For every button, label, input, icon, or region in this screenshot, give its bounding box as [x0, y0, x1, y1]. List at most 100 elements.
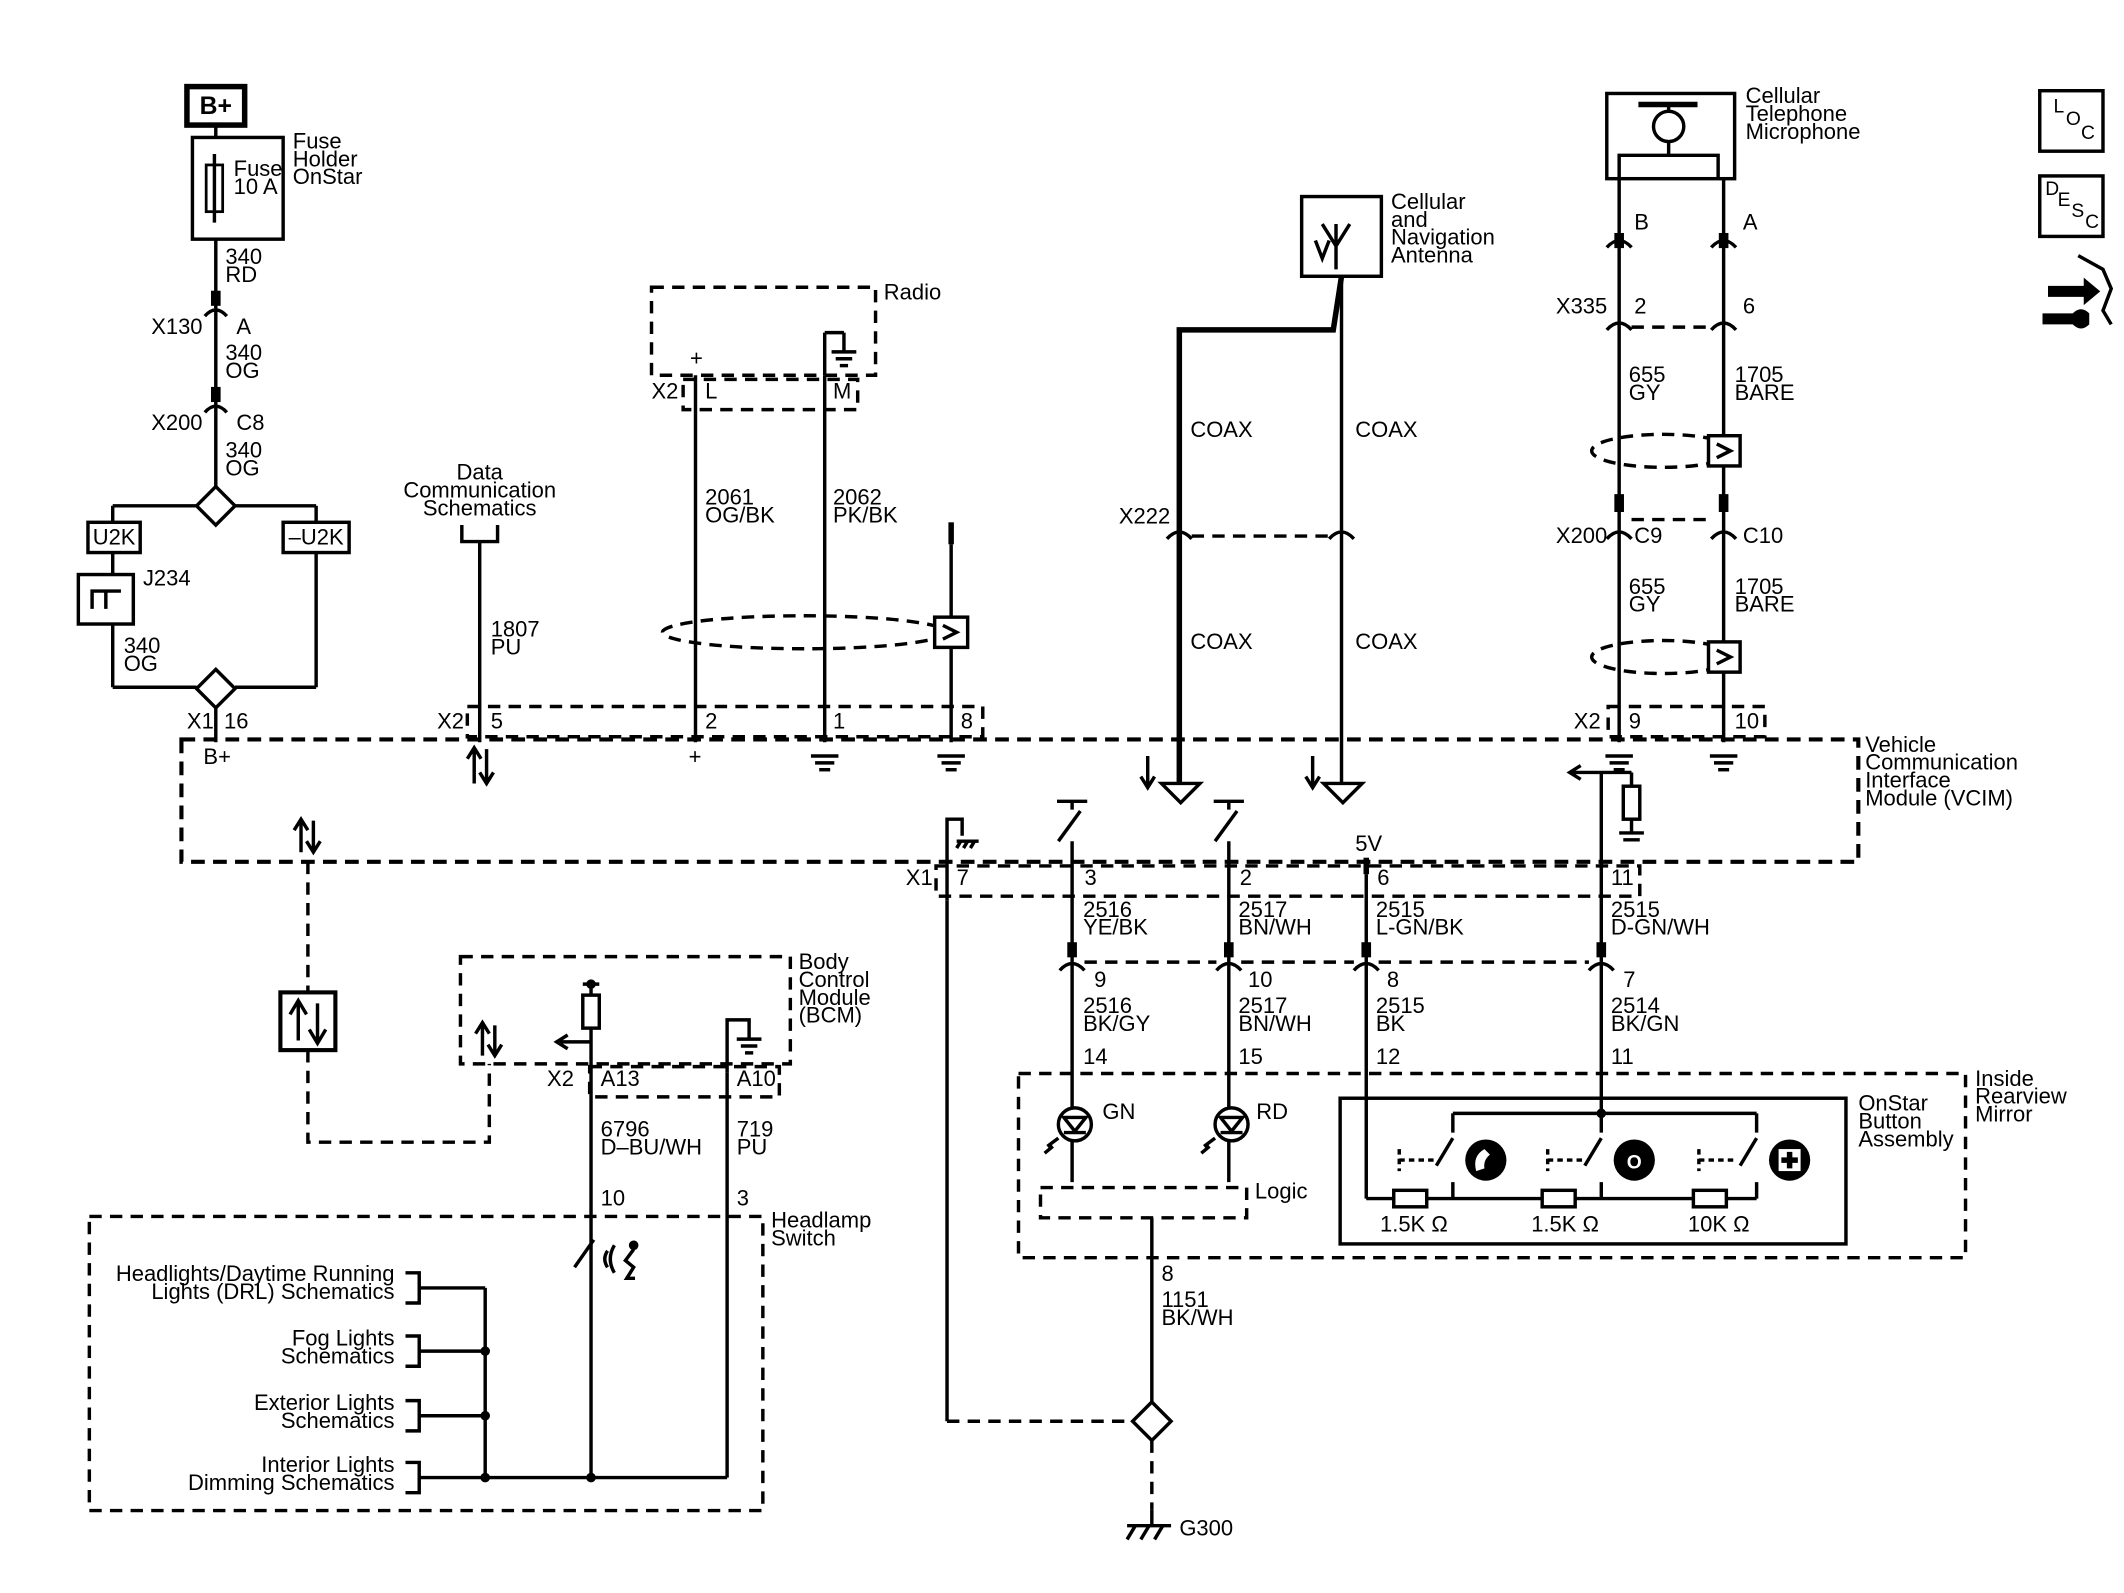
svg-text:Dimming Schematics: Dimming Schematics [188, 1470, 394, 1495]
svg-text:Data: Data [456, 460, 503, 485]
svg-text:O: O [2066, 109, 2081, 130]
svg-text:+: + [689, 744, 702, 769]
svg-text:J234: J234 [143, 566, 191, 591]
svg-text:1.5K Ω: 1.5K Ω [1380, 1212, 1448, 1237]
svg-text:2515: 2515 [1376, 897, 1425, 922]
svg-text:5V: 5V [1355, 831, 1382, 856]
svg-text:COAX: COAX [1355, 417, 1418, 442]
no-u2k-option-label: –U2K [281, 520, 351, 555]
headlamp-switch [87, 1214, 765, 1513]
location-view-icon[interactable]: L O C [2038, 88, 2105, 153]
svg-text:A: A [236, 314, 251, 339]
svg-text:Communication: Communication [403, 478, 556, 503]
svg-text:Rearview: Rearview [1975, 1084, 2067, 1109]
body-control-module [458, 954, 793, 1066]
svg-text:Cellular: Cellular [1746, 83, 1821, 108]
svg-text:COAX: COAX [1190, 417, 1253, 442]
svg-text:9: 9 [1094, 967, 1106, 992]
svg-text:Headlamp: Headlamp [771, 1207, 871, 1232]
svg-text:OnStar: OnStar [1858, 1091, 1928, 1116]
svg-text:X2: X2 [437, 708, 464, 733]
svg-text:COAX: COAX [1190, 629, 1253, 654]
svg-text:OnStar: OnStar [293, 164, 363, 189]
svg-text:2517: 2517 [1238, 897, 1287, 922]
svg-text:PU: PU [737, 1135, 768, 1160]
svg-text:Fog Lights: Fog Lights [292, 1326, 395, 1351]
svg-text:Headlights/Daytime Running: Headlights/Daytime Running [116, 1261, 395, 1286]
svg-text:Vehicle: Vehicle [1865, 732, 1936, 757]
svg-text:X2: X2 [547, 1066, 574, 1091]
svg-text:GY: GY [1629, 592, 1661, 617]
svg-text:Module (VCIM): Module (VCIM) [1865, 785, 2013, 810]
svg-text:OG/BK: OG/BK [705, 502, 775, 527]
svg-text:12: 12 [1376, 1044, 1400, 1069]
svg-text:X200: X200 [1556, 523, 1607, 548]
radio-module [649, 285, 878, 377]
svg-text:Button: Button [1858, 1108, 1922, 1133]
svg-text:OG: OG [124, 651, 158, 676]
svg-text:BARE: BARE [1735, 592, 1795, 617]
svg-text:1.5K Ω: 1.5K Ω [1531, 1212, 1599, 1237]
svg-text:655: 655 [1629, 574, 1666, 599]
svg-text:BARE: BARE [1735, 380, 1795, 405]
svg-text:14: 14 [1083, 1044, 1107, 1069]
svg-text:B+: B+ [203, 744, 231, 769]
svg-text:OG: OG [225, 456, 259, 481]
svg-text:C: C [2081, 123, 2095, 144]
svg-text:719: 719 [737, 1117, 774, 1142]
inside-rearview-mirror [1016, 1071, 1968, 1260]
led-green-icon [1043, 1106, 1094, 1155]
svg-text:6: 6 [1743, 293, 1755, 318]
svg-text:and: and [1391, 207, 1428, 232]
svg-text:340: 340 [124, 633, 161, 658]
svg-text:GN: GN [1102, 1099, 1135, 1124]
svg-text:Fuse: Fuse [293, 128, 342, 153]
svg-text:C8: C8 [236, 410, 264, 435]
svg-text:8: 8 [1161, 1261, 1173, 1286]
vcim-module [179, 737, 1861, 864]
description-view-icon[interactable]: D E S C [2038, 174, 2105, 239]
svg-text:Module: Module [799, 985, 871, 1010]
svg-text:Switch: Switch [771, 1225, 836, 1250]
antenna-icon [1299, 194, 1384, 278]
svg-text:D–BU/WH: D–BU/WH [601, 1135, 702, 1160]
svg-text:Interface: Interface [1865, 768, 1951, 793]
svg-text:1: 1 [833, 708, 845, 733]
svg-text:COAX: COAX [1355, 629, 1418, 654]
svg-text:2514: 2514 [1611, 993, 1660, 1018]
chassis-ground-icon [1125, 1509, 1172, 1541]
svg-text:L-GN/BK: L-GN/BK [1376, 915, 1464, 940]
svg-text:X1: X1 [906, 865, 933, 890]
b-plus-terminal: B+ [184, 83, 248, 128]
svg-text:3: 3 [737, 1185, 749, 1210]
repair-procedure-icon[interactable] [2042, 254, 2114, 329]
svg-text:Holder: Holder [293, 146, 358, 171]
led-red-icon [1200, 1106, 1250, 1155]
svg-text:L: L [705, 379, 717, 404]
svg-text:X1: X1 [187, 708, 214, 733]
svg-text:10: 10 [1248, 967, 1272, 992]
svg-text:3: 3 [1084, 865, 1096, 890]
microphone-icon [1605, 91, 1737, 181]
serial-data-icon [278, 990, 338, 1053]
svg-text:1705: 1705 [1735, 362, 1784, 387]
svg-text:8: 8 [961, 708, 973, 733]
svg-text:Schematics: Schematics [281, 1408, 395, 1433]
svg-text:Radio: Radio [884, 280, 941, 305]
svg-text:Schematics: Schematics [423, 495, 537, 520]
svg-text:10: 10 [601, 1185, 625, 1210]
svg-text:10K Ω: 10K Ω [1688, 1212, 1750, 1237]
svg-text:2: 2 [1634, 293, 1646, 318]
svg-text:Telephone: Telephone [1746, 101, 1847, 126]
svg-text:Microphone: Microphone [1746, 119, 1861, 144]
svg-text:BK/GN: BK/GN [1611, 1011, 1679, 1036]
svg-text:10 A: 10 A [234, 174, 278, 199]
svg-text:340: 340 [225, 438, 262, 463]
svg-text:15: 15 [1238, 1044, 1262, 1069]
svg-text:GY: GY [1629, 380, 1661, 405]
svg-text:Antenna: Antenna [1391, 243, 1474, 268]
svg-text:Schematics: Schematics [281, 1344, 395, 1369]
svg-text:YE/BK: YE/BK [1083, 915, 1148, 940]
svg-text:Cellular: Cellular [1391, 189, 1466, 214]
svg-text:340: 340 [225, 244, 262, 269]
